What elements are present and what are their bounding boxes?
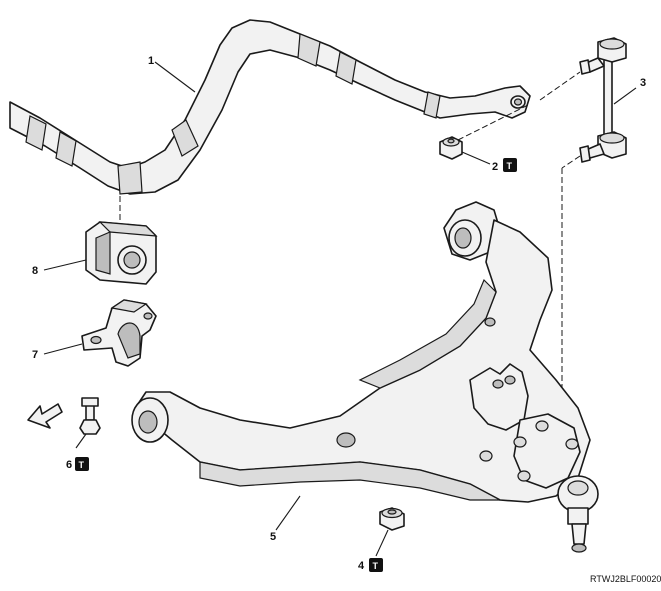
- stabilizer-link: [561, 37, 637, 424]
- callout-6: 6: [66, 459, 72, 471]
- callout-1: 1: [148, 55, 154, 67]
- bushing-bracket: [43, 299, 157, 367]
- callout-4: 4: [358, 560, 365, 572]
- torque-box-icon: T: [369, 558, 383, 572]
- lower-control-arm: [131, 201, 599, 553]
- stabilizer-bar: [9, 19, 531, 195]
- front-arrow-icon: [27, 403, 63, 429]
- reference-code: RTWJ2BLF000201: [590, 574, 661, 584]
- stabilizer-bushing: [43, 196, 158, 285]
- callout-3: 3: [640, 77, 646, 89]
- callout-8: 8: [32, 265, 38, 277]
- bracket-bolt: [75, 397, 101, 449]
- stabilizer-nut: [439, 71, 581, 165]
- callout-5: 5: [270, 531, 276, 543]
- torque-box-icon: T: [503, 158, 517, 172]
- torque-symbol-2: T: [507, 161, 513, 171]
- torque-symbol-6: T: [79, 460, 85, 470]
- callout-7: 7: [32, 349, 38, 361]
- torque-box-icon: T: [75, 457, 89, 471]
- torque-symbol-4: T: [373, 561, 379, 571]
- callout-2: 2: [492, 161, 498, 173]
- control-arm-nut: [375, 507, 405, 557]
